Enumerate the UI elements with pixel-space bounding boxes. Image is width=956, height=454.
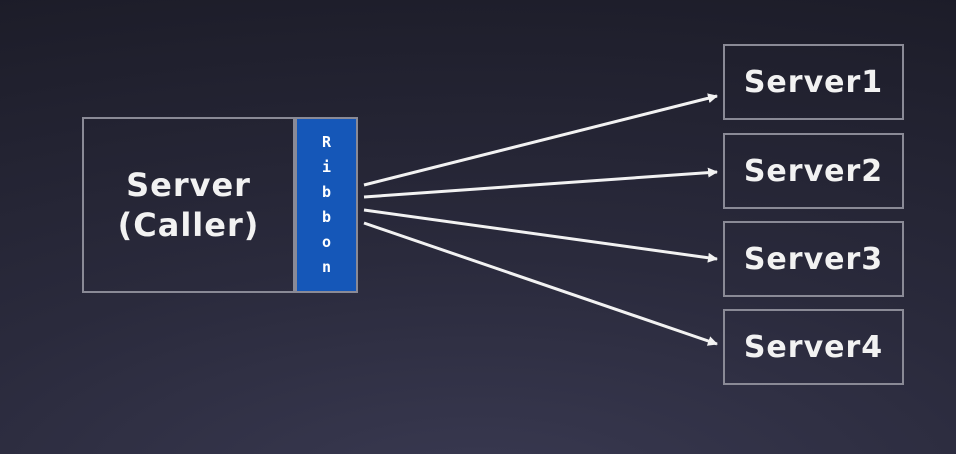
ribbon-letter: R xyxy=(321,133,332,151)
caller-label-line2: (Caller) xyxy=(117,206,260,244)
ribbon-box: R i b b o n xyxy=(295,117,358,293)
arrow-to-server1 xyxy=(363,93,718,187)
arrow-to-server3 xyxy=(363,208,718,263)
ribbon-letter: i xyxy=(321,158,332,176)
caller-label-line1: Server xyxy=(126,166,251,204)
ribbon-letter: b xyxy=(321,183,332,201)
server1-box: Server1 xyxy=(723,44,904,120)
server3-box: Server3 xyxy=(723,221,904,297)
ribbon-letter: b xyxy=(321,208,332,226)
ribbon-letter: n xyxy=(321,258,332,276)
caller-server-box: Server (Caller) xyxy=(82,117,295,293)
arrow-to-server4 xyxy=(363,221,718,346)
ribbon-letter: o xyxy=(321,233,332,251)
server2-box: Server2 xyxy=(723,133,904,209)
server4-box: Server4 xyxy=(723,309,904,385)
arrow-to-server2 xyxy=(363,167,718,199)
